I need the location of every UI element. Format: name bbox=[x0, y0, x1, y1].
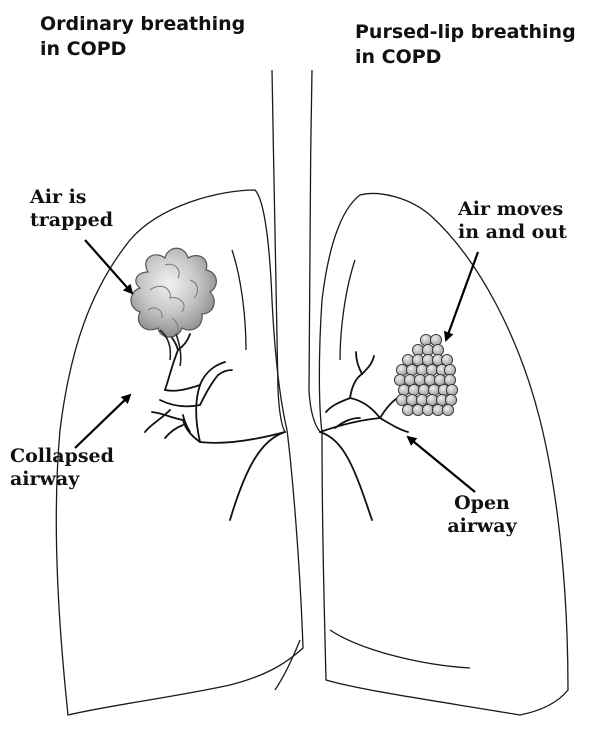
alveolus bbox=[396, 364, 407, 375]
alveolus bbox=[444, 364, 455, 375]
alveolus bbox=[428, 384, 439, 395]
alveolus bbox=[430, 334, 441, 345]
alveolus bbox=[422, 354, 433, 365]
alveolus bbox=[412, 344, 423, 355]
alveolus bbox=[444, 374, 455, 385]
arrow-trapped bbox=[85, 240, 132, 293]
right-lung bbox=[319, 194, 568, 715]
title-ordinary-line1: Ordinary breathing bbox=[40, 12, 245, 37]
title-ordinary-breathing: Ordinary breathing in COPD bbox=[40, 12, 245, 62]
alveolus bbox=[422, 344, 433, 355]
trachea bbox=[272, 70, 320, 432]
alveolus bbox=[412, 404, 423, 415]
label-air-trapped-line1: Air is bbox=[30, 186, 113, 209]
alveolus bbox=[398, 384, 409, 395]
label-open-line2: airway bbox=[442, 515, 522, 538]
alveolus bbox=[432, 404, 443, 415]
alveolus bbox=[426, 394, 437, 405]
label-open-line1: Open bbox=[442, 492, 522, 515]
alveolus bbox=[420, 334, 431, 345]
alveolus bbox=[424, 374, 435, 385]
label-open-airway: Open airway bbox=[442, 492, 522, 538]
alveolus bbox=[432, 344, 443, 355]
left-airway-tree bbox=[145, 330, 285, 520]
label-collapsed-line2: airway bbox=[10, 468, 114, 491]
alveolus bbox=[406, 364, 417, 375]
arrow-open bbox=[408, 437, 475, 492]
alveolus bbox=[394, 374, 405, 385]
alveolus bbox=[434, 374, 445, 385]
arrow-collapsed bbox=[75, 395, 130, 448]
alveolus bbox=[445, 394, 456, 405]
alveolus bbox=[426, 364, 437, 375]
title-ordinary-line2: in COPD bbox=[40, 37, 245, 62]
title-pursed-lip-breathing: Pursed-lip breathing in COPD bbox=[355, 20, 576, 70]
label-air-trapped-line2: trapped bbox=[30, 209, 113, 232]
label-collapsed-line1: Collapsed bbox=[10, 445, 114, 468]
label-air-moves-line1: Air moves bbox=[458, 198, 567, 221]
alveolus bbox=[446, 384, 457, 395]
label-air-trapped: Air is trapped bbox=[30, 186, 113, 232]
label-air-moves-line2: in and out bbox=[458, 221, 567, 244]
arrow-moves bbox=[446, 252, 478, 340]
title-pursed-line1: Pursed-lip breathing bbox=[355, 20, 576, 45]
alveolus bbox=[406, 394, 417, 405]
alveolus bbox=[404, 374, 415, 385]
title-pursed-line2: in COPD bbox=[355, 45, 576, 70]
alveolus bbox=[414, 374, 425, 385]
alveolus bbox=[416, 364, 427, 375]
alveolus bbox=[416, 394, 427, 405]
alveolus bbox=[408, 384, 419, 395]
alveolus bbox=[396, 394, 407, 405]
alveolus bbox=[442, 404, 453, 415]
alveolus bbox=[422, 404, 433, 415]
label-air-moves: Air moves in and out bbox=[458, 198, 567, 244]
alveolus bbox=[402, 404, 413, 415]
alveolus bbox=[402, 354, 413, 365]
alveolus bbox=[418, 384, 429, 395]
alveolus bbox=[441, 354, 452, 365]
label-collapsed-airway: Collapsed airway bbox=[10, 445, 114, 491]
open-alveoli-cluster bbox=[394, 334, 457, 415]
trapped-alveoli-cluster bbox=[131, 248, 216, 366]
alveolus bbox=[412, 354, 423, 365]
